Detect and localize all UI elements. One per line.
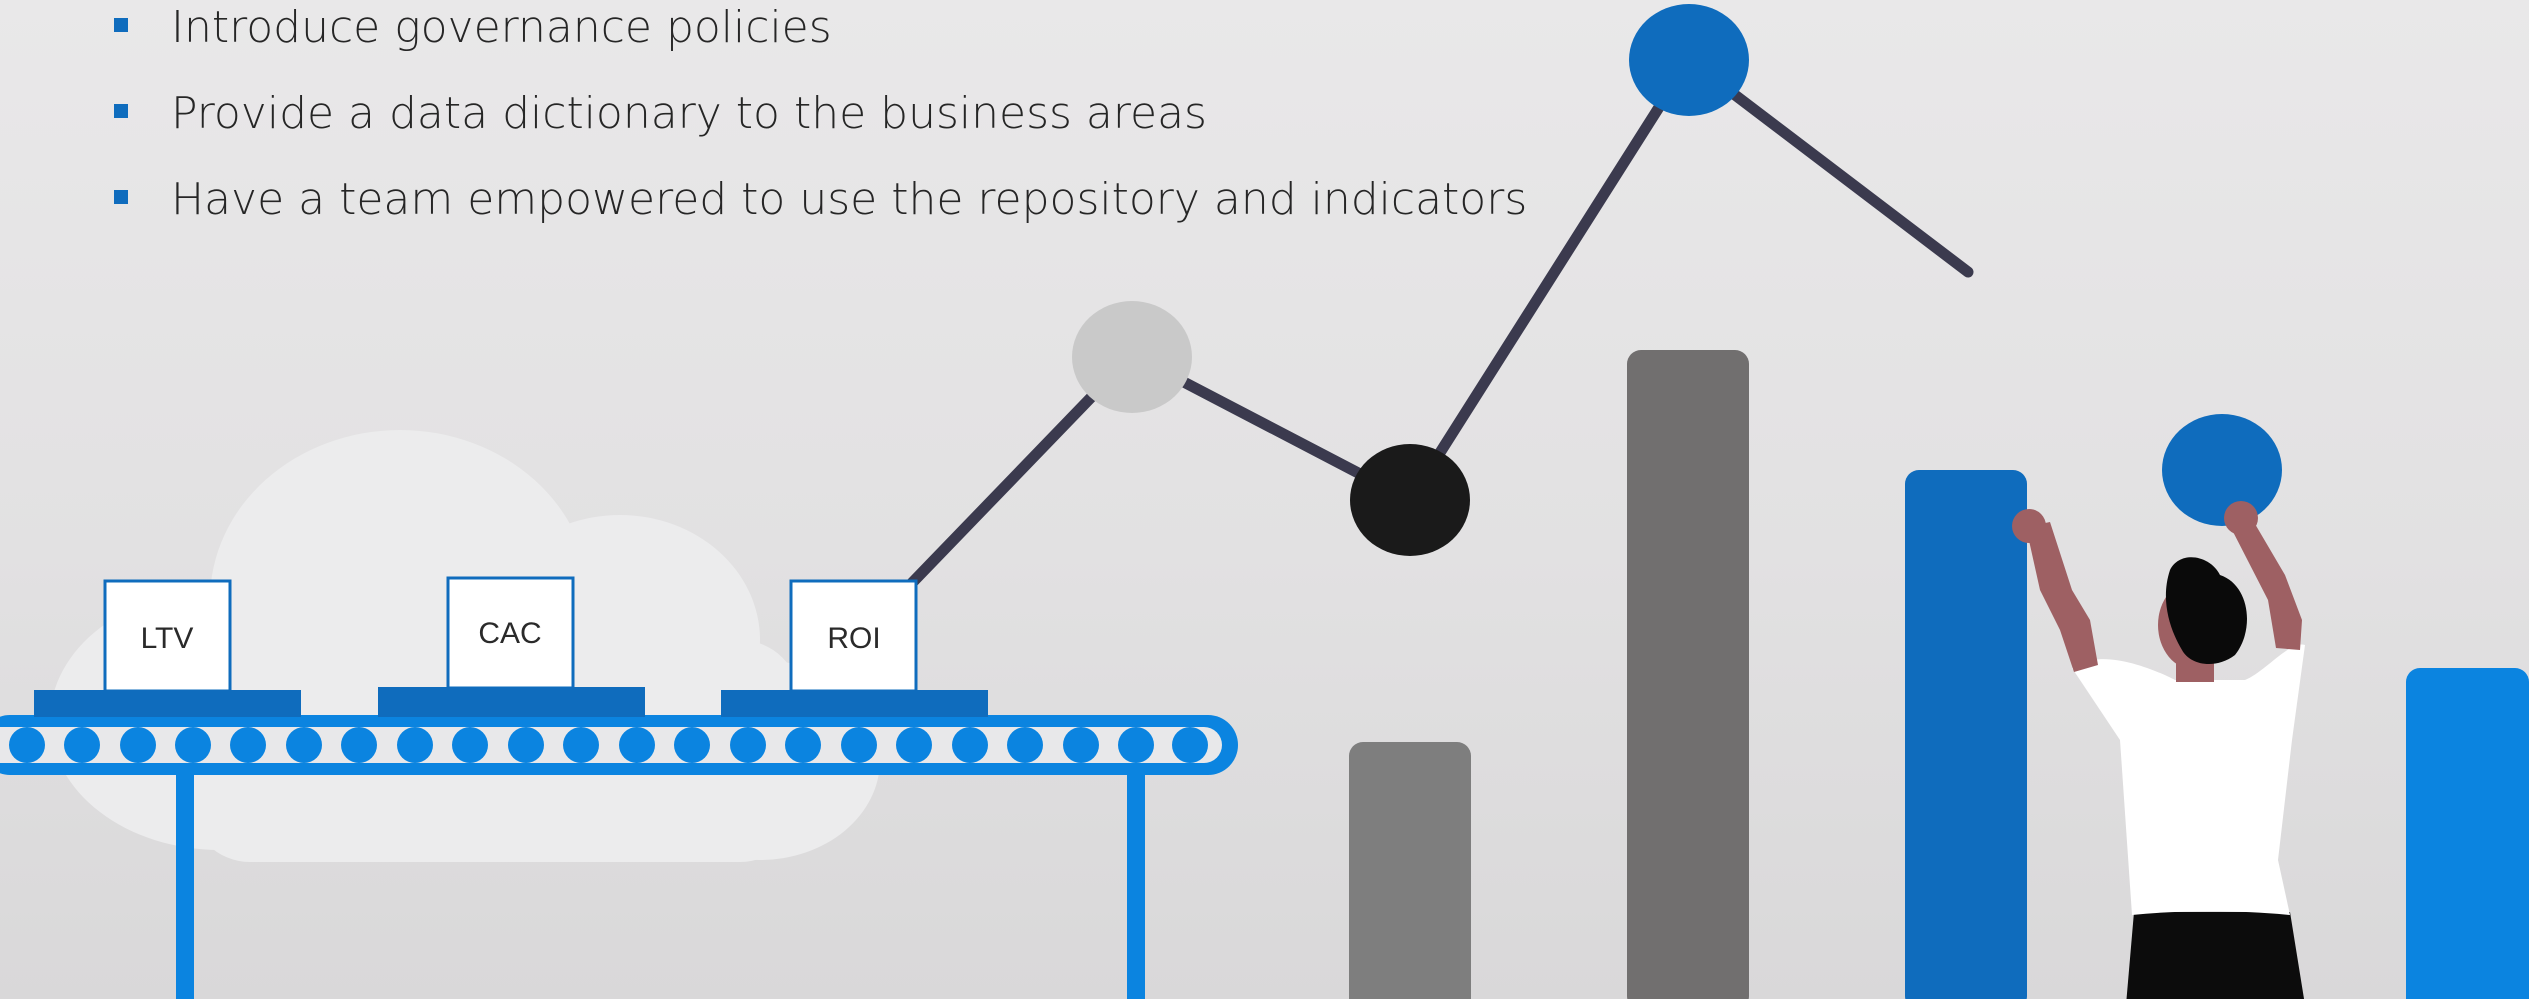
tray-roi: [721, 690, 988, 717]
box-cac-label: CAC: [478, 617, 541, 650]
bullet-item: Introduce governance policies: [110, 0, 1527, 86]
bullet-text: Introduce governance policies: [171, 2, 832, 53]
bullet-text: Have a team empowered to use the reposit…: [171, 174, 1528, 225]
bullet-item: Have a team empowered to use the reposit…: [110, 172, 1527, 258]
box-roi: ROI: [789, 579, 918, 693]
bullet-square-icon: [114, 104, 128, 118]
bullet-text: Provide a data dictionary to the busines…: [171, 88, 1207, 139]
box-roi-label: ROI: [827, 622, 880, 655]
bar-gray-short: [1349, 742, 1471, 999]
bar-blue: [1905, 470, 2027, 999]
bar-gray-tall: [1627, 350, 1749, 999]
tray-ltv: [34, 690, 301, 717]
bar-bright-blue: [2406, 668, 2529, 999]
tray-cac: [378, 687, 645, 717]
node-black: [1350, 444, 1470, 556]
bullet-square-icon: [114, 190, 128, 204]
person-held-ball: [2162, 414, 2282, 526]
node-light-gray: [1072, 301, 1192, 413]
box-ltv: LTV: [103, 579, 232, 693]
bullet-list: Introduce governance policies Provide a …: [110, 0, 1527, 258]
bullet-square-icon: [114, 18, 128, 32]
box-ltv-label: LTV: [141, 622, 194, 655]
person-figure: [2012, 414, 2305, 999]
conveyor-belt: [0, 715, 1238, 999]
box-cac: CAC: [446, 576, 575, 690]
node-blue-top: [1629, 4, 1749, 116]
bullet-item: Provide a data dictionary to the busines…: [110, 86, 1527, 172]
